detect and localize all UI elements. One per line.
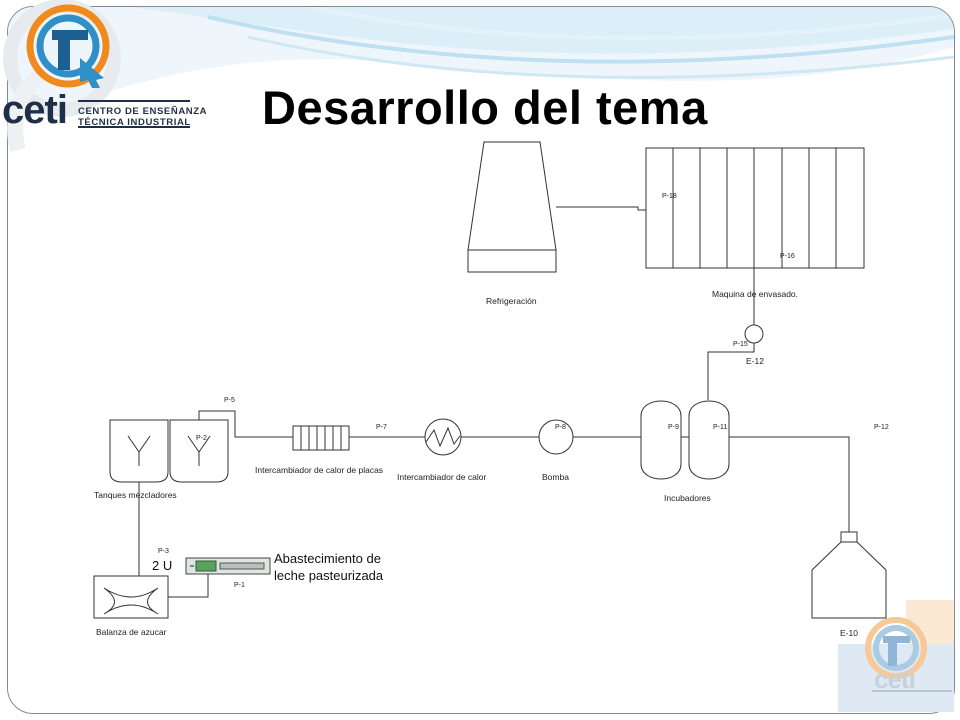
label-intercambiador-placas: Intercambiador de calor de placas <box>255 465 384 475</box>
label-p1: P-1 <box>234 582 245 589</box>
heat-exchanger <box>424 418 462 456</box>
label-p18: P-18 <box>662 193 677 200</box>
label-p11: P-11 <box>713 424 728 431</box>
header-wave-decoration <box>8 7 954 127</box>
ceti-logo-icon <box>3 0 190 153</box>
label-e12: E-12 <box>746 356 764 366</box>
label-p16: P-16 <box>780 253 795 260</box>
label-p7: P-7 <box>376 424 387 431</box>
label-refrigeracion: Refrigeración <box>486 296 537 306</box>
label-p12: P-12 <box>874 424 889 431</box>
packaging-machine <box>645 147 865 269</box>
label-p15: P-15 <box>733 341 748 348</box>
label-bomba: Bomba <box>542 472 569 482</box>
plate-heat-exchanger <box>292 425 350 451</box>
label-balanza: Balanza de azucar <box>96 627 167 637</box>
label-p2: P-2 <box>196 435 207 442</box>
label-e10: E-10 <box>840 628 858 638</box>
label-intercambiador: Intercambiador de calor <box>397 472 487 482</box>
label-abastecimiento-2: leche pasteurizada <box>274 568 384 583</box>
mixing-tanks <box>109 419 229 483</box>
label-p9: P-9 <box>668 424 679 431</box>
watermark-wordmark: ceti <box>874 664 916 694</box>
label-p8: P-8 <box>555 424 566 431</box>
logo-line-2: TÉCNICA INDUSTRIAL <box>78 117 191 128</box>
container-e10 <box>811 531 887 619</box>
logo-line-1: CENTRO DE ENSEÑANZA <box>78 106 208 117</box>
label-maquina-envasado: Maquina de envasado. <box>712 289 799 299</box>
pipe-p18 <box>556 206 646 211</box>
incubators <box>640 400 730 480</box>
sugar-scale <box>93 575 169 619</box>
logo-wordmark: ceti <box>2 88 68 132</box>
slide-frame <box>7 6 955 714</box>
label-abastecimiento-1: Abastecimiento de <box>274 551 381 566</box>
label-p5: P-5 <box>224 397 235 404</box>
label-incubadores: Incubadores <box>664 493 711 503</box>
page-title: Desarrollo del tema <box>262 81 708 134</box>
refrigeration-unit <box>467 141 557 273</box>
label-p3: P-3 <box>158 548 169 555</box>
ceti-watermark-icon <box>838 600 954 712</box>
milk-supply-unit <box>185 557 271 575</box>
label-tanques: Tanques mezcladores <box>94 490 177 500</box>
label-2u: 2 U <box>152 558 173 573</box>
